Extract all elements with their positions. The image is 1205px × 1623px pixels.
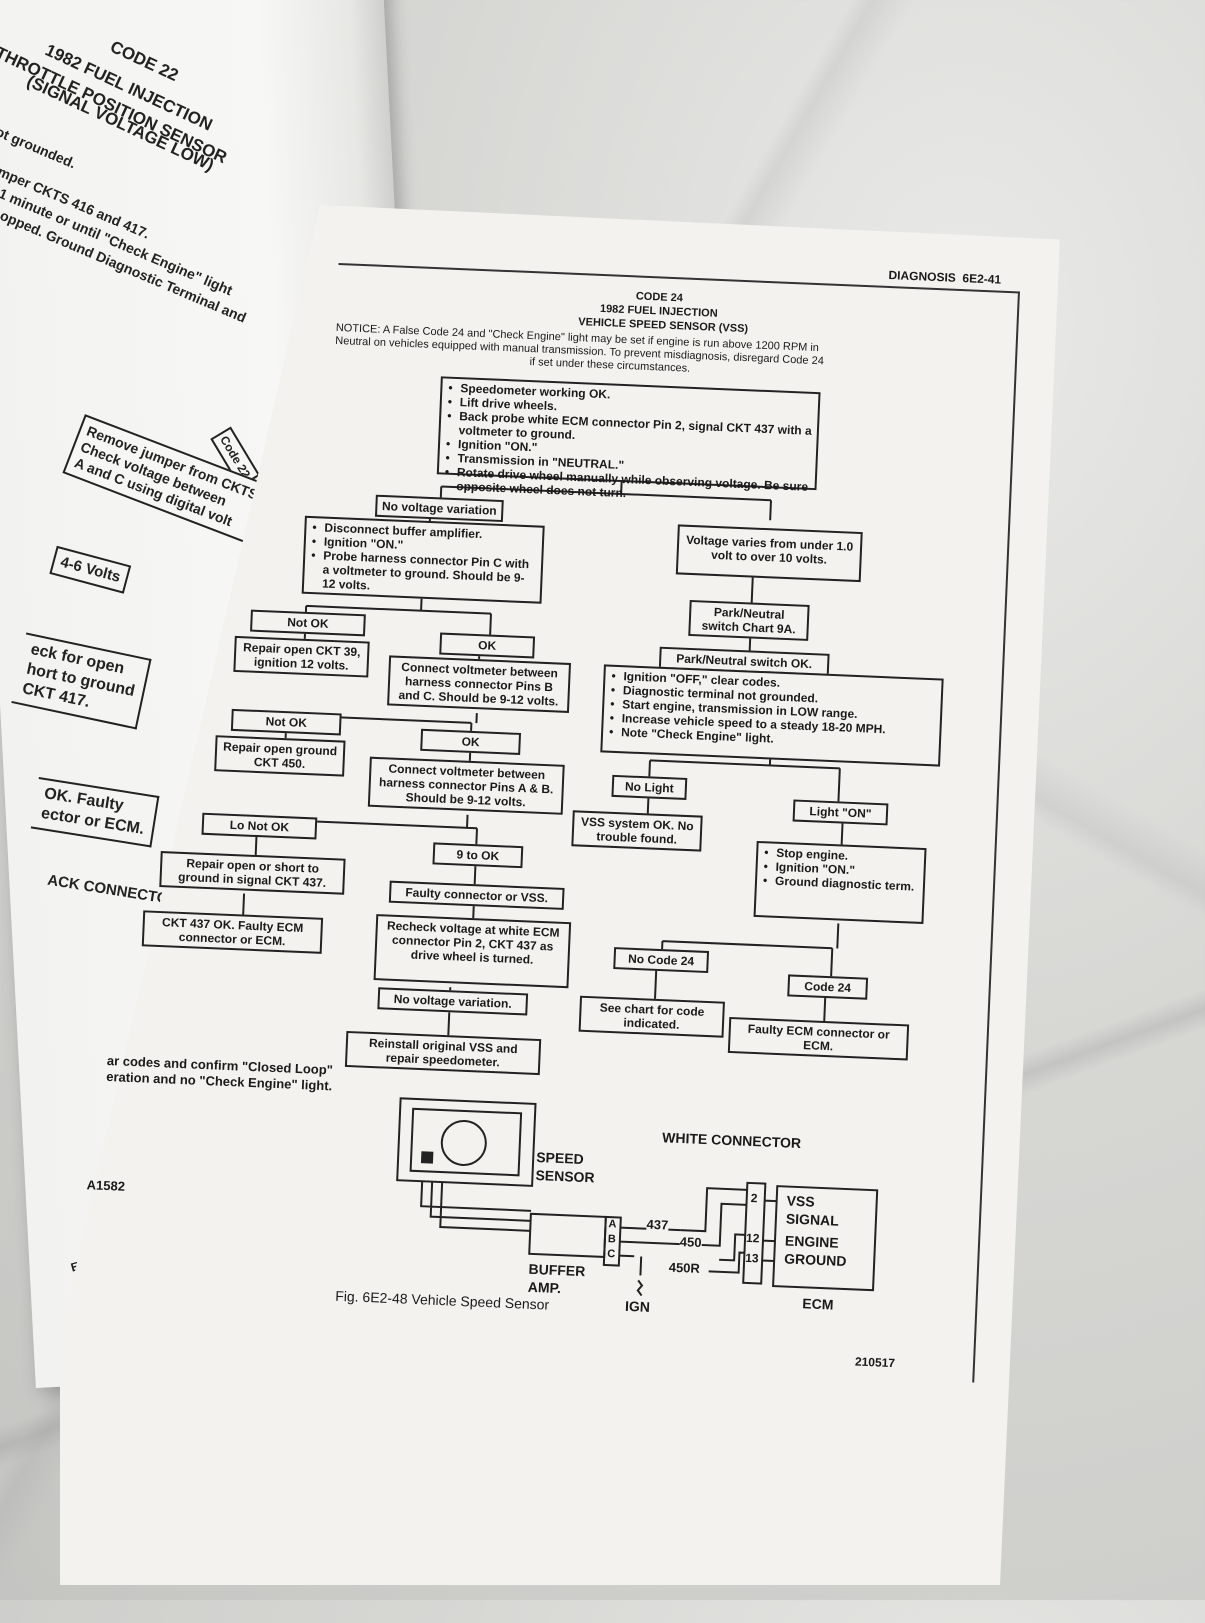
label-line: GROUND (783, 1250, 847, 1270)
connector-line (646, 795, 844, 1023)
label-line: SENSOR (535, 1166, 595, 1186)
wire-437 (680, 1187, 748, 1233)
wire-label-437: 437 (646, 1216, 669, 1233)
sensor-rotor-icon (440, 1119, 487, 1166)
pin-a: A (608, 1218, 617, 1231)
ecm-box (772, 1185, 879, 1292)
label-line: BUFFER (528, 1260, 586, 1280)
speed-sensor-box (396, 1097, 537, 1187)
pin-12: 12 (745, 1230, 760, 1246)
ecm-pin-leads (762, 1199, 777, 1263)
ign-wire (636, 1256, 644, 1297)
pin-13: 13 (744, 1250, 759, 1266)
sensor-magnet-icon (420, 1151, 434, 1164)
speed-sensor-inner (409, 1107, 523, 1177)
pin-b: B (607, 1233, 617, 1246)
ecm-labels: VSS SIGNAL ENGINE GROUND (784, 1192, 849, 1271)
pin-c: C (607, 1248, 616, 1261)
white-connector-block (742, 1181, 767, 1285)
wire-label-450: 450 (679, 1234, 702, 1250)
buffer-amp-box (528, 1212, 607, 1258)
label-line: SIGNAL (785, 1210, 840, 1229)
wire-label-450r: 450R (668, 1259, 701, 1276)
label-line: AMP. (527, 1278, 562, 1297)
ecm-label: ECM (802, 1295, 834, 1313)
code-number: 210517 (854, 1354, 896, 1371)
ign-label: IGN (624, 1297, 651, 1315)
pin-2: 2 (750, 1191, 758, 1206)
sensor-wires (420, 1181, 532, 1232)
